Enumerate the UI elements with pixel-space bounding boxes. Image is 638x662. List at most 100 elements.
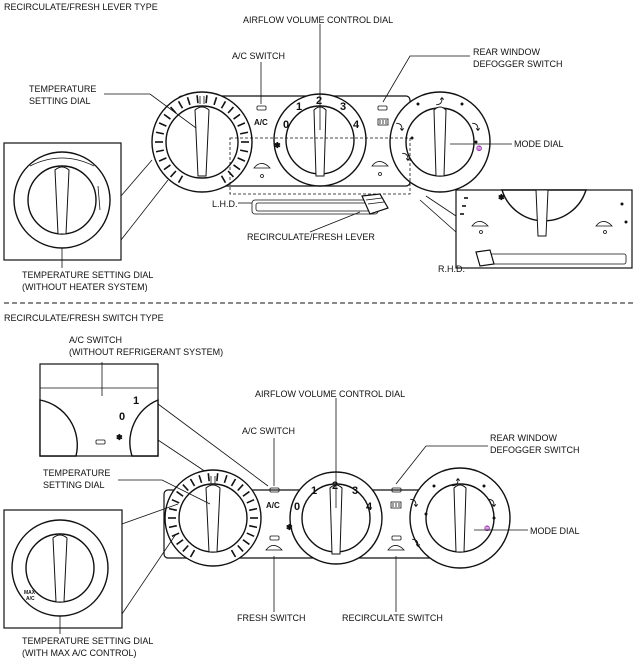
top-airflow-label: AIRFLOW VOLUME CONTROL DIAL xyxy=(243,15,393,25)
inset-fan-0: 0 xyxy=(119,411,125,423)
top-rear-defogger-switch[interactable] xyxy=(377,105,389,126)
top-defog-label-1: REAR WINDOW xyxy=(473,47,541,57)
bottom-ac-label: A/C SWITCH xyxy=(242,426,295,436)
top-mode-foot-icon: ⤵ xyxy=(402,152,411,162)
bottom-fresh-switch[interactable] xyxy=(265,535,283,551)
top-temp-label-2: SETTING DIAL xyxy=(29,96,91,106)
scale-tick xyxy=(155,131,165,135)
scale-tick xyxy=(177,175,184,184)
scale-tick xyxy=(249,507,258,512)
bottom-mode-defrost-icon: ♒ xyxy=(484,525,490,532)
scale-tick xyxy=(213,97,218,106)
scale-tick xyxy=(182,544,189,552)
bottom-temperature-dial[interactable] xyxy=(164,469,262,567)
scale-tick xyxy=(237,122,246,127)
bottom-mode-dial[interactable]: ⤴ ⤵ ⤵ ⤵ ♒ xyxy=(409,467,511,569)
scale-tick xyxy=(176,490,184,497)
scale-tick xyxy=(233,164,241,171)
scale-tick xyxy=(163,164,171,171)
scale-tick xyxy=(207,473,210,482)
scale-tick xyxy=(239,131,249,135)
scale-tick xyxy=(168,507,177,512)
bottom-mode-label: MODE DIAL xyxy=(530,526,580,536)
top-defog-leader xyxy=(382,55,470,103)
top-ac-label: A/C SWITCH xyxy=(232,51,285,61)
scale-tick xyxy=(237,544,244,552)
scale-tick xyxy=(242,539,250,546)
recirculate-fresh-lever[interactable] xyxy=(251,193,389,215)
bottom-fan-icon: ✽ xyxy=(286,523,293,532)
without-heater-inset xyxy=(3,142,169,261)
top-fan-2: 2 xyxy=(316,95,322,107)
scale-tick xyxy=(239,149,249,153)
max-ac-text-2: A/C xyxy=(26,596,35,602)
max-ac-label-1: TEMPERATURE SETTING DIAL xyxy=(22,636,153,646)
bottom-recirculate-switch[interactable] xyxy=(387,535,405,551)
bottom-section-title: RECIRCULATE/FRESH SWITCH TYPE xyxy=(4,313,164,323)
top-no-heater-label-1: TEMPERATURE SETTING DIAL xyxy=(22,270,153,280)
bottom-ac-text: A/C xyxy=(266,501,280,510)
recirc-switch-label: RECIRCULATE SWITCH xyxy=(342,613,443,623)
scale-tick xyxy=(177,100,184,109)
top-fan-3: 3 xyxy=(340,101,346,113)
top-ac-switch[interactable]: A/C xyxy=(254,105,268,127)
scale-tick xyxy=(169,170,177,178)
scale-tick xyxy=(189,478,196,487)
rhd-label: R.H.D. xyxy=(438,264,465,274)
bottom-rear-defogger-switch[interactable] xyxy=(390,487,402,509)
top-ac-text: A/C xyxy=(254,118,268,127)
scale-tick xyxy=(249,524,258,529)
scale-tick xyxy=(163,113,171,120)
top-lever-leader xyxy=(309,211,361,233)
bottom-defog-label-1: REAR WINDOW xyxy=(490,433,558,443)
scale-tick xyxy=(242,490,250,497)
max-ac-text-1: MAX xyxy=(24,590,36,596)
scale-tick xyxy=(227,106,235,114)
top-mode-dial[interactable]: ⤴ ⤵ ⤵ ⤵ ♒ xyxy=(389,91,491,193)
bottom-ac-switch[interactable]: A/C xyxy=(266,487,280,510)
rhd-fan-icon: ✽ xyxy=(498,193,505,202)
top-fan-icon: ✽ xyxy=(274,141,281,150)
bottom-fan-3: 3 xyxy=(352,485,358,497)
bottom-airflow-dial[interactable]: 0 1 2 3 4 ✽ xyxy=(286,471,383,565)
scale-tick xyxy=(186,97,191,106)
bottom-defog-leader xyxy=(395,445,488,485)
top-mode-face-icon: ⤴ xyxy=(436,96,445,106)
bottom-temp-leader xyxy=(118,479,211,505)
rhd-inset: ✽ xyxy=(419,189,633,269)
top-temperature-dial[interactable] xyxy=(151,91,253,193)
bottom-mode-foot-icon: ⤵ xyxy=(412,538,421,548)
top-airflow-dial[interactable]: 0 1 2 3 4 ✽ xyxy=(273,93,367,187)
top-mode-label: MODE DIAL xyxy=(514,139,564,149)
scale-tick xyxy=(246,532,255,538)
scale-tick xyxy=(246,498,255,504)
scale-tick xyxy=(196,95,199,104)
inset-fan-1: 1 xyxy=(133,395,139,407)
top-mode-floor-icon: ⤵ xyxy=(472,122,481,132)
bottom-fan-2: 2 xyxy=(332,480,338,492)
scale-tick xyxy=(237,157,246,162)
top-defog-label-2: DEFOGGER SWITCH xyxy=(473,59,563,69)
scale-tick xyxy=(220,175,227,184)
top-mode-defrost-icon: ♒ xyxy=(476,145,482,152)
scale-tick xyxy=(233,113,241,120)
fresh-switch-label: FRESH SWITCH xyxy=(237,613,306,623)
scale-tick xyxy=(155,149,165,153)
bottom-temp-label-2: SETTING DIAL xyxy=(43,480,105,490)
max-ac-label-2: (WITH MAX A/C CONTROL) xyxy=(22,648,137,658)
scale-tick xyxy=(189,549,196,558)
bottom-fan-0: 0 xyxy=(294,501,300,513)
bottom-mode-floor-icon: ⤵ xyxy=(488,498,497,508)
scale-tick xyxy=(227,170,235,178)
lhd-label: L.H.D. xyxy=(212,199,238,209)
bottom-airflow-label: AIRFLOW VOLUME CONTROL DIAL xyxy=(255,389,405,399)
top-temp-label-1: TEMPERATURE xyxy=(29,84,96,94)
scale-tick xyxy=(230,549,237,558)
top-mode-bilevel-icon: ⤵ xyxy=(396,122,405,132)
no-ref-label-1: A/C SWITCH xyxy=(69,335,122,345)
lever-detail-box xyxy=(229,137,411,195)
bottom-fan-1: 1 xyxy=(311,485,317,497)
no-refrigerant-inset: 0 1 ✽ xyxy=(39,363,269,505)
scale-tick xyxy=(168,524,177,529)
